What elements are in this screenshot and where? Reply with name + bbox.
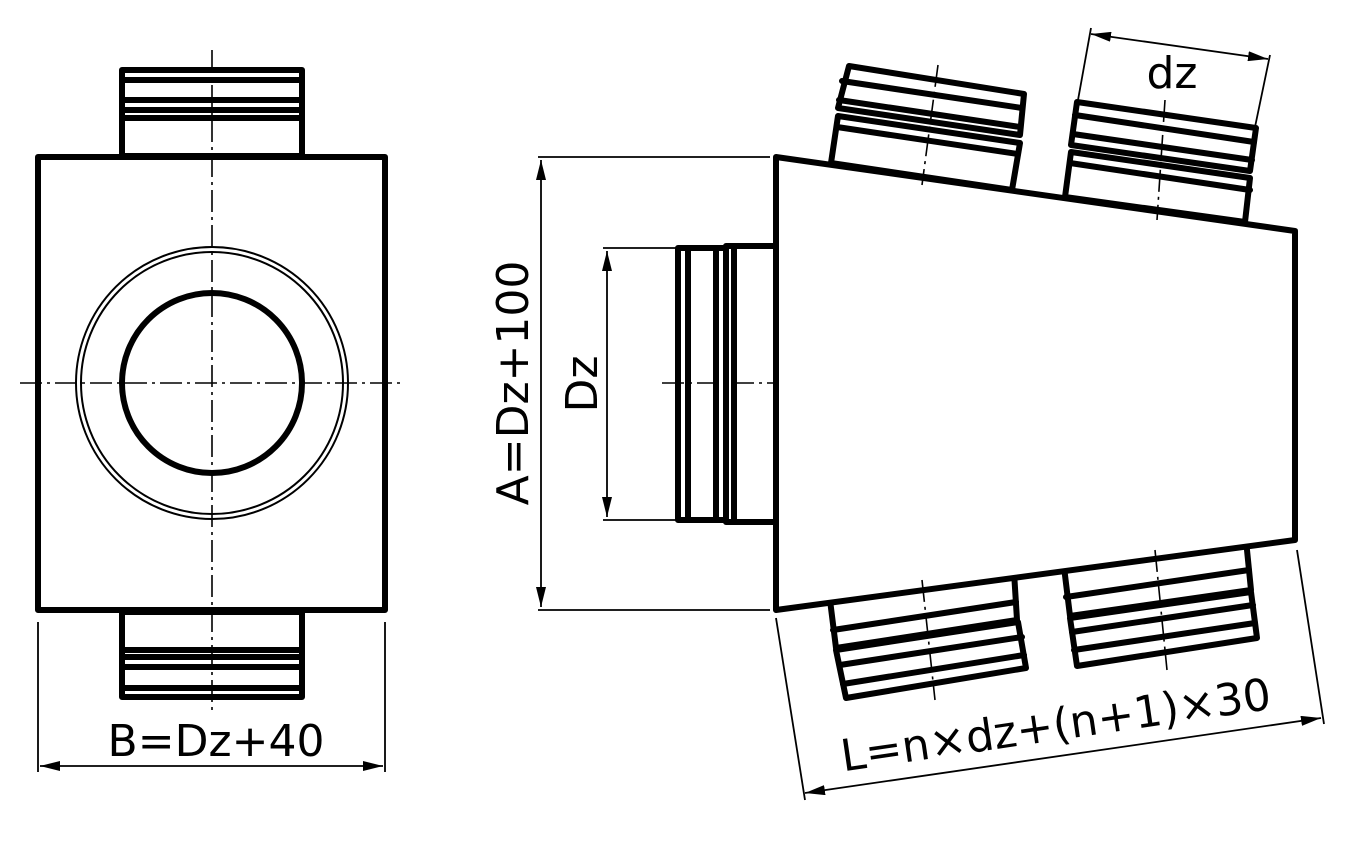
side-body bbox=[773, 154, 1298, 613]
side-view: A=Dz+100 Dz bbox=[488, 27, 1325, 801]
top-spigot-1-centerline bbox=[921, 64, 939, 186]
a-dimension-label: A=Dz+100 bbox=[488, 261, 539, 506]
left-spigot bbox=[675, 243, 779, 525]
dz-small-dimension-line bbox=[1090, 31, 1269, 62]
b-dimension-label: B=Dz+40 bbox=[108, 716, 325, 767]
dz-small-extension-left bbox=[1077, 27, 1092, 101]
bottom-spigot-2-centerline bbox=[1154, 549, 1168, 671]
l-extension-right bbox=[1296, 549, 1325, 725]
dz-small-extension-right bbox=[1254, 54, 1271, 128]
dz-dimension-label: Dz bbox=[557, 356, 608, 413]
dz-small-dimension-label: dz bbox=[1146, 48, 1197, 99]
top-spigot-2 bbox=[1062, 99, 1259, 225]
top-spigot-2-centerline bbox=[1156, 99, 1166, 221]
l-extension-left bbox=[775, 617, 806, 801]
bottom-spigot-1-centerline bbox=[921, 579, 936, 701]
front-view: B=Dz+40 bbox=[20, 50, 405, 772]
l-dimension-line bbox=[804, 715, 1322, 796]
